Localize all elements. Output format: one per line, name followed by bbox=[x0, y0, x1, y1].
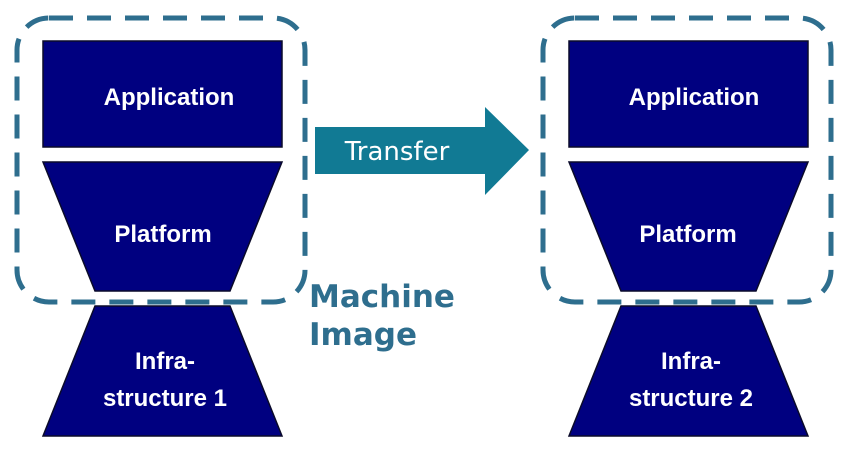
machine-image-label-line1: Machine bbox=[309, 279, 455, 315]
right-stack: Application Platform Infra- structure 2 bbox=[540, 15, 834, 437]
right-application-label: Application bbox=[629, 84, 760, 111]
right-infrastructure-label-line2: structure 2 bbox=[629, 385, 753, 412]
left-stack: Application Platform Infra- structure 1 bbox=[14, 15, 308, 437]
right-infrastructure-label-line1: Infra- bbox=[661, 348, 721, 375]
left-infrastructure-label-line1: Infra- bbox=[135, 348, 195, 375]
right-machine-image-outline bbox=[540, 15, 834, 305]
left-platform-label: Platform bbox=[114, 221, 211, 248]
transfer-arrow-shape bbox=[315, 107, 529, 195]
left-infrastructure-shape bbox=[41, 305, 284, 437]
machine-image-label-line2: Image bbox=[309, 317, 417, 353]
right-application-box bbox=[568, 40, 809, 148]
left-application-box bbox=[42, 40, 283, 148]
left-platform-shape bbox=[41, 161, 284, 292]
transfer-arrow-label: Transfer bbox=[344, 137, 450, 167]
left-machine-image-outline bbox=[14, 15, 308, 305]
right-infrastructure-shape bbox=[567, 305, 810, 437]
transfer-arrow: Transfer bbox=[315, 107, 529, 195]
right-platform-shape bbox=[567, 161, 810, 292]
left-application-label: Application bbox=[104, 84, 235, 111]
right-platform-label: Platform bbox=[639, 221, 736, 248]
left-infrastructure-label-line2: structure 1 bbox=[103, 385, 227, 412]
